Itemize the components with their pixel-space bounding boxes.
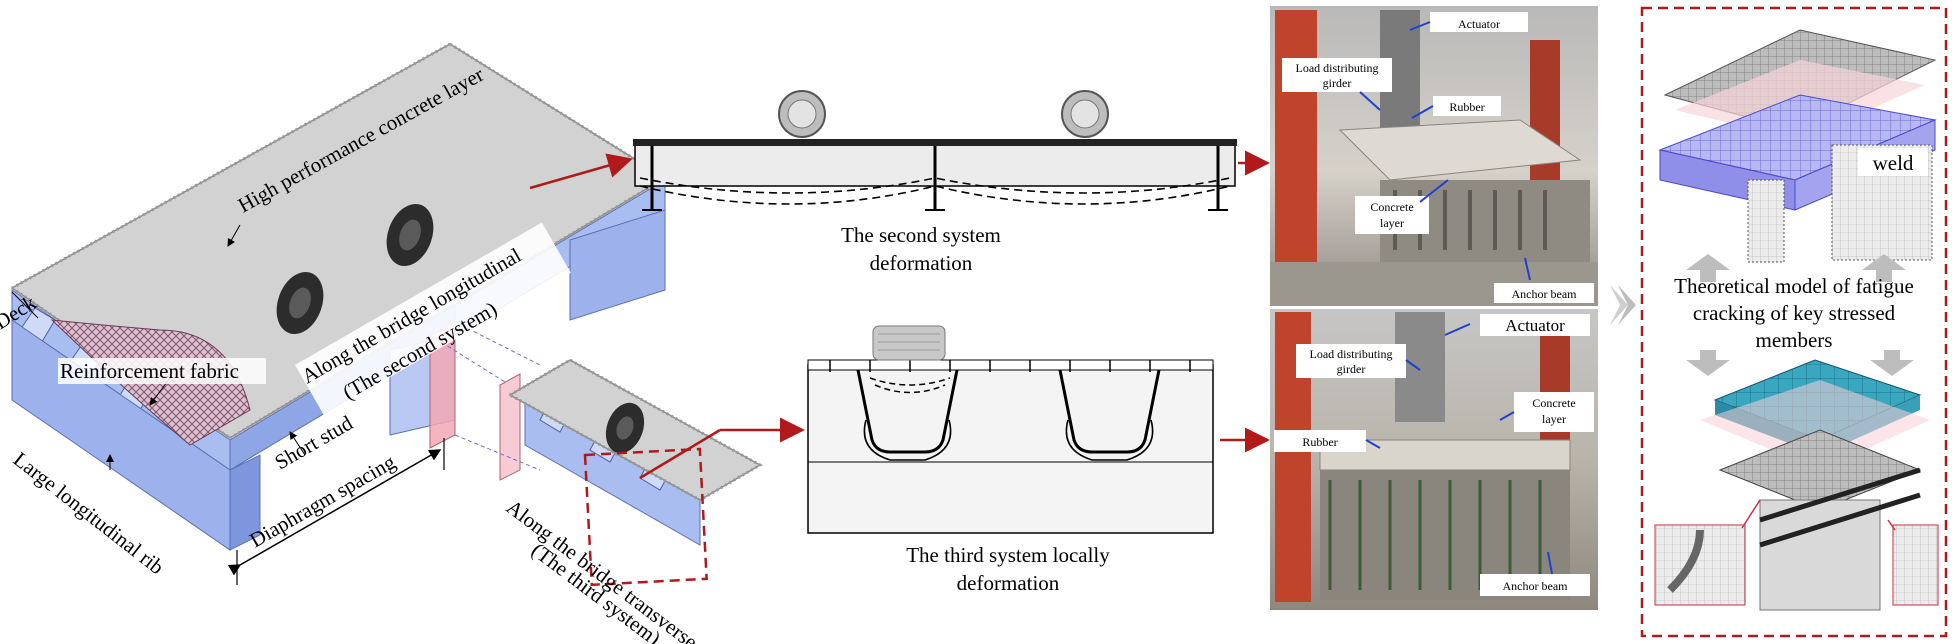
tire-footprint <box>872 325 946 361</box>
bottom-concrete-1: Concrete <box>1532 396 1575 410</box>
label-fabric-bg <box>58 358 266 384</box>
bottom-concrete-2: layer <box>1542 412 1566 426</box>
third-system-diagram: The third system locally deformation <box>807 325 1214 595</box>
wheel-load-2 <box>1061 90 1109 138</box>
section-studs <box>829 360 1191 372</box>
u-rib-right-inner <box>1065 419 1154 461</box>
u-rib-right <box>1058 369 1161 454</box>
stud-leader <box>289 431 306 456</box>
wheel-small <box>605 402 645 454</box>
weld-label: weld <box>1873 151 1914 175</box>
wheel-large-1 <box>276 272 324 334</box>
deflection-curve-upper <box>639 177 1231 194</box>
u-rib-left-inner <box>863 419 952 461</box>
top-rubber-label: Rubber <box>1449 100 1484 114</box>
wheel-load-1 <box>778 90 826 138</box>
u-rib-left <box>856 369 959 454</box>
section-top-plate <box>807 359 1214 371</box>
second-system-caption-1: The second system <box>841 223 1001 247</box>
arrow-to-third-system <box>639 428 721 480</box>
local-zone-dashed-box <box>583 447 708 587</box>
second-system-caption-2: deformation <box>870 251 973 275</box>
bridge-deck-diagram: Deck High performance concrete layer Alo… <box>0 42 764 644</box>
top-concrete-1: Concrete <box>1370 200 1413 214</box>
third-system-caption-2: deformation <box>957 571 1060 595</box>
down-arrow-right-icon <box>1870 350 1914 376</box>
top-actuator-label: Actuator <box>1458 17 1500 31</box>
up-arrow-left-icon <box>1686 254 1730 282</box>
transverse-deck-dots <box>506 358 764 502</box>
bottom-actuator-label: Actuator <box>1505 316 1565 335</box>
bottom-anchor-label: Anchor beam <box>1503 579 1569 593</box>
bottom-load-distributing-2: girder <box>1337 362 1366 376</box>
label-longitudinal-bg <box>295 222 571 416</box>
second-system-diagram: The second system deformation <box>633 90 1237 275</box>
model-inset-bottom-right <box>1892 524 1939 606</box>
theory-panel: weld Theoretical model of fatigue cracki… <box>1640 6 1948 638</box>
test-photo-top: Actuator Load distributing girder Rubber… <box>1270 6 1598 306</box>
diaphragm-plane-2 <box>499 373 521 481</box>
deflection-curve-lower <box>639 185 1231 205</box>
deck-edge-dots <box>11 42 666 440</box>
girder-web-right <box>569 209 666 321</box>
up-arrow-right-icon <box>1862 254 1906 282</box>
diaphragm-spacing-dim <box>227 449 442 576</box>
top-load-distributing-2: girder <box>1323 76 1352 90</box>
label-diaphragm-spacing: Diaphragm spacing <box>246 449 400 552</box>
wheel-large-2 <box>386 204 434 266</box>
chevron-right-icon <box>1610 285 1628 325</box>
hpc-leader <box>227 224 241 247</box>
top-concrete-2: layer <box>1380 216 1404 230</box>
arrow-to-second-system <box>529 153 633 190</box>
top-load-distributing-1: Load distributing <box>1296 61 1379 75</box>
third-system-caption-1: The third system locally <box>906 543 1110 567</box>
down-arrow-left-icon <box>1686 350 1730 376</box>
test-photo-bottom: Actuator Load distributing girder Rubber… <box>1270 309 1598 610</box>
bottom-load-distributing-1: Load distributing <box>1310 347 1393 361</box>
theory-title-1: Theoretical model of fatigue <box>1674 274 1914 298</box>
top-anchor-label: Anchor beam <box>1512 287 1578 301</box>
beam-top-flange <box>633 139 1237 146</box>
theory-title-2: cracking of key stressed <box>1693 301 1896 325</box>
deck-leader <box>11 291 39 319</box>
local-deflection <box>869 377 951 394</box>
label-reinforcement-fabric: Reinforcement fabric <box>60 359 239 383</box>
theory-title-3: members <box>1756 328 1833 352</box>
model-inset-stud <box>1747 179 1785 263</box>
section-body <box>807 364 1214 534</box>
bottom-rubber-label: Rubber <box>1302 435 1337 449</box>
